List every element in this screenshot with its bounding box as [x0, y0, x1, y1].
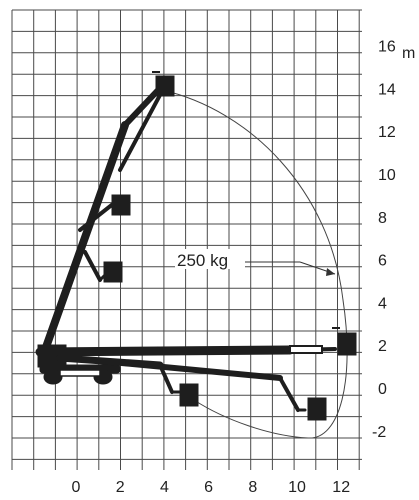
y-axis-ticks: 16 14 12 10 8 6 4 2 0 -2	[372, 39, 396, 441]
x-tick-label: 4	[160, 479, 169, 496]
y-tick-label: 6	[378, 253, 387, 270]
x-tick-label: 10	[288, 479, 306, 496]
basket-low	[103, 261, 123, 283]
y-tick-label: 4	[378, 295, 387, 312]
reach-envelope	[161, 89, 348, 439]
y-tick-label: 2	[378, 338, 387, 355]
basket-mid	[111, 194, 131, 216]
y-tick-label: 12	[378, 124, 396, 141]
x-tick-label: 0	[72, 479, 81, 496]
basket-below-1	[179, 383, 199, 407]
y-unit-label: m	[402, 45, 415, 62]
x-tick-label: 8	[248, 479, 257, 496]
basket-right	[337, 332, 357, 356]
basket-top	[155, 75, 175, 97]
load-callout: 250 kg	[175, 249, 336, 276]
y-tick-label: 8	[378, 210, 387, 227]
y-tick-label: 10	[378, 167, 396, 184]
y-tick-label: 16	[378, 39, 396, 56]
y-tick-label: 14	[378, 81, 396, 98]
load-label: 250 kg	[177, 251, 228, 270]
x-tick-label: 6	[204, 479, 213, 496]
x-axis-ticks: 0 2 4 6 8 10 12	[72, 479, 351, 496]
y-tick-label: 0	[378, 381, 387, 398]
x-tick-label: 12	[332, 479, 350, 496]
basket-below-2	[307, 397, 327, 421]
boom-max-height	[41, 83, 165, 354]
boom-below-grade	[56, 354, 307, 412]
boom-configurations	[35, 71, 357, 421]
y-tick-label: -2	[372, 424, 386, 441]
x-tick-label: 2	[116, 479, 125, 496]
